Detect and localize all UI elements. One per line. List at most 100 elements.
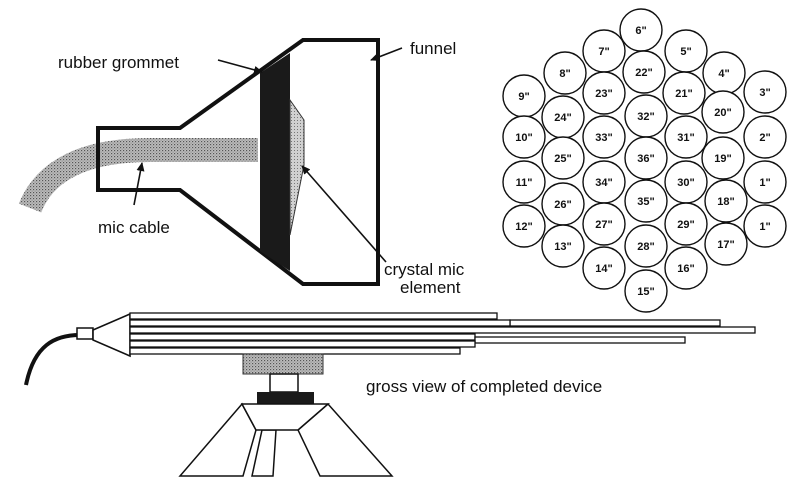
- tube-length-label: 36": [637, 153, 654, 165]
- tube-end: 35": [624, 179, 668, 223]
- tube-length-label: 9": [518, 91, 529, 103]
- tube-length-label: 1": [759, 221, 770, 233]
- tube-end: 9": [502, 74, 546, 118]
- device-tube: [474, 336, 686, 344]
- tube-length-label: 11": [516, 177, 533, 189]
- tube-circle: [624, 269, 668, 313]
- completed-device: [24, 312, 756, 477]
- tube-end: 4": [702, 51, 746, 95]
- tube-circle: [624, 224, 668, 268]
- tube-length-label: 2": [759, 132, 770, 144]
- tube-end: 19": [701, 136, 745, 180]
- tube-length-label: 15": [637, 286, 654, 298]
- tube-circle: [582, 71, 626, 115]
- mount-clamp: [242, 353, 324, 375]
- device-tubes: [129, 312, 756, 355]
- tripod-base: [178, 402, 394, 477]
- tube-end: 1": [743, 160, 787, 204]
- tube-end: 16": [664, 246, 708, 290]
- tube-circle: [624, 136, 668, 180]
- funnel-arrow: [370, 47, 403, 61]
- tube-circle: [704, 222, 748, 266]
- tube-length-label: 34": [595, 177, 612, 189]
- crystal-mic-element: [289, 98, 305, 236]
- device-tube: [129, 312, 498, 320]
- mount-collar: [257, 392, 314, 404]
- tube-circle: [502, 160, 546, 204]
- tube-length-label: 31": [677, 132, 694, 144]
- tube-length-label: 7": [598, 46, 609, 58]
- funnel-outline: [96, 38, 380, 286]
- tube-length-label: 8": [559, 68, 570, 80]
- tube-circle: [502, 115, 546, 159]
- tube-length-label: 5": [680, 46, 691, 58]
- tube-circle: [664, 246, 708, 290]
- tube-end: 23": [582, 71, 626, 115]
- tube-circle: [541, 136, 585, 180]
- tube-end: 24": [541, 95, 585, 139]
- tube-length-label: 32": [637, 111, 654, 123]
- tube-length-label: 13": [554, 241, 571, 253]
- tube-end: 27": [582, 202, 626, 246]
- tube-end: 25": [541, 136, 585, 180]
- tube-end: 3": [743, 70, 787, 114]
- tube-length-label: 24": [554, 112, 571, 124]
- tube-circle: [743, 70, 787, 114]
- tube-length-label: 21": [675, 88, 692, 100]
- tube-end: 28": [624, 224, 668, 268]
- tube-length-label: 20": [714, 107, 731, 119]
- tube-length-label: 28": [637, 241, 654, 253]
- tube-circle: [701, 90, 745, 134]
- tube-end: 5": [664, 29, 708, 73]
- device-cable: [24, 333, 81, 386]
- device-tube: [129, 319, 511, 327]
- element-label: element: [400, 278, 461, 297]
- element-arrow: [301, 165, 387, 263]
- tube-end: 18": [704, 179, 748, 223]
- tube-length-label: 12": [515, 221, 532, 233]
- tripod-leg-center: [251, 429, 277, 477]
- tube-end: 20": [701, 90, 745, 134]
- device-tube: [129, 347, 461, 355]
- rubber-grommet-label: rubber grommet: [58, 53, 179, 72]
- tube-circle: [743, 204, 787, 248]
- device-tube: [509, 319, 721, 327]
- tube-circle: [541, 224, 585, 268]
- tube-length-label: 23": [595, 88, 612, 100]
- tube-length-label: 18": [717, 196, 734, 208]
- tube-circle: [543, 51, 587, 95]
- tube-end: 1": [743, 204, 787, 248]
- tube-length-label: 30": [677, 177, 694, 189]
- tube-end: 11": [502, 160, 546, 204]
- tube-circle: [664, 115, 708, 159]
- tube-array-end-view: 6"7"5"8"22"4"9"23"21"3"24"32"20"10"33"31…: [502, 8, 787, 313]
- tube-end: 31": [664, 115, 708, 159]
- tube-circle: [582, 202, 626, 246]
- tube-circle: [622, 50, 666, 94]
- tube-length-label: 16": [677, 263, 694, 275]
- tube-end: 32": [624, 94, 668, 138]
- tube-length-label: 29": [677, 219, 694, 231]
- tube-length-label: 6": [635, 25, 646, 37]
- tube-end: 2": [743, 115, 787, 159]
- tube-length-label: 4": [718, 68, 729, 80]
- tube-end: 33": [582, 115, 626, 159]
- device-tube: [129, 340, 476, 348]
- crystal-mic-label: crystal mic: [384, 260, 465, 279]
- mic-cable-label: mic cable: [98, 218, 170, 237]
- tube-end: 15": [624, 269, 668, 313]
- tube-circle: [701, 136, 745, 180]
- device-funnel: [92, 312, 131, 358]
- tube-length-label: 27": [595, 219, 612, 231]
- mount-post: [269, 373, 299, 393]
- device-tube: [129, 333, 476, 341]
- tube-end: 12": [502, 204, 546, 248]
- tube-length-label: 35": [637, 196, 654, 208]
- tube-end: 6": [619, 8, 663, 52]
- tube-length-label: 19": [714, 153, 731, 165]
- tube-length-label: 3": [759, 87, 770, 99]
- tube-circle: [704, 179, 748, 223]
- mic-cable: [18, 138, 258, 213]
- tube-end: 29": [664, 202, 708, 246]
